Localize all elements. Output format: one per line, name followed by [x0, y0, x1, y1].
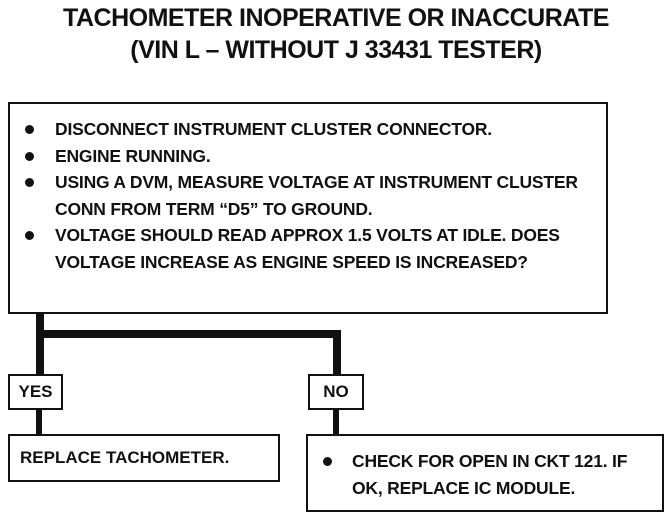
bullet-icon	[25, 231, 34, 240]
instruction-text: ENGINE RUNNING.	[55, 145, 211, 166]
yes-result-box: REPLACE TACHOMETER.	[8, 434, 280, 482]
no-result-box: CHECK FOR OPEN IN CKT 121. IF OK, REPLAC…	[306, 434, 664, 512]
connector-no-down	[333, 410, 339, 434]
connector-main-left-down	[36, 314, 44, 374]
result-text: CHECK FOR OPEN IN CKT 121. IF OK, REPLAC…	[352, 451, 628, 498]
bullet-icon	[25, 151, 34, 161]
main-instruction-box: DISCONNECT INSTRUMENT CLUSTER CONNECTOR.…	[8, 102, 608, 314]
instruction-item: ENGINE RUNNING.	[22, 143, 596, 170]
instruction-text: USING A DVM, MEASURE VOLTAGE AT INSTRUME…	[55, 172, 578, 219]
diagram-title-line-2: (VIN L – WITHOUT J 33431 TESTER)	[130, 36, 542, 64]
connector-horizontal	[36, 330, 341, 338]
yes-branch-label: YES	[8, 374, 63, 410]
instruction-text: VOLTAGE SHOULD READ APPROX 1.5 VOLTS AT …	[55, 225, 560, 272]
bullet-icon	[25, 178, 34, 187]
no-branch-label: NO	[308, 374, 364, 410]
instruction-item: USING A DVM, MEASURE VOLTAGE AT INSTRUME…	[22, 169, 596, 222]
instruction-item: DISCONNECT INSTRUMENT CLUSTER CONNECTOR.	[22, 116, 596, 143]
instruction-item: VOLTAGE SHOULD READ APPROX 1.5 VOLTS AT …	[22, 222, 596, 275]
instruction-text: DISCONNECT INSTRUMENT CLUSTER CONNECTOR.	[55, 119, 492, 139]
bullet-icon	[323, 457, 332, 466]
connector-right-down	[333, 330, 341, 374]
bullet-icon	[25, 125, 34, 134]
result-item: CHECK FOR OPEN IN CKT 121. IF OK, REPLAC…	[320, 448, 652, 502]
diagram-title-line-1: TACHOMETER INOPERATIVE OR INACCURATE	[63, 4, 609, 32]
connector-yes-down	[36, 410, 42, 434]
